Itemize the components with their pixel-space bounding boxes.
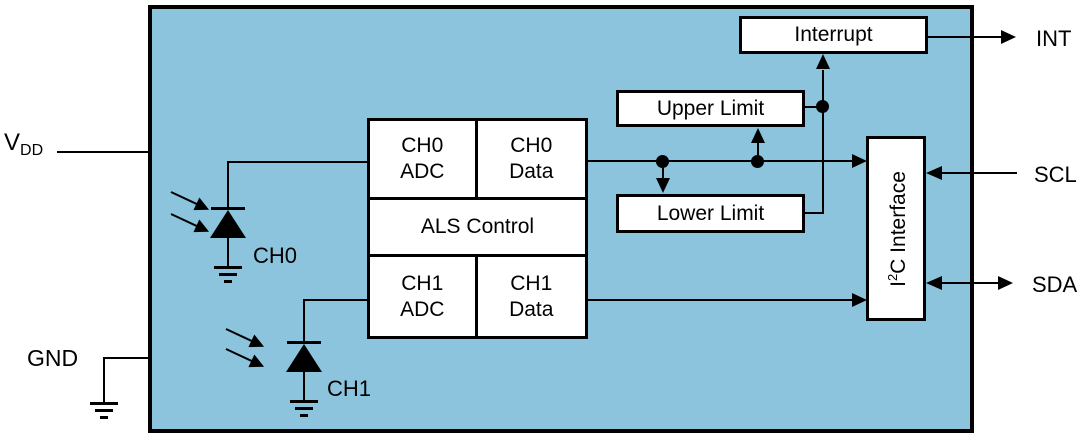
pin-label-int: INT	[1036, 26, 1072, 51]
ch0-diode-triangle-icon	[210, 210, 246, 238]
block-als-control: ALS Control	[370, 200, 585, 257]
sda-in-arrow-icon	[926, 276, 942, 290]
block-interrupt: Interrupt	[739, 16, 928, 54]
ch1-anode-wire-horizontal	[303, 299, 367, 301]
block-ch1-adc: CH1 ADC	[370, 257, 478, 336]
upper-limit-arrow-icon	[751, 128, 765, 143]
ch0-data-arrow-icon	[852, 154, 867, 168]
scl-arrow-icon	[926, 166, 942, 180]
ch0-anode-wire-horizontal	[227, 161, 367, 163]
lower-limit-output-wire	[805, 212, 824, 214]
block-i2c-interface: I2C Interface	[866, 136, 926, 321]
i2c-interface-label: I2C Interface	[885, 170, 911, 287]
sda-out-arrow-icon	[998, 276, 1013, 290]
pin-label-sda: SDA	[1032, 272, 1078, 297]
ch0-diode-cathode-bar	[211, 207, 245, 210]
sda-wire	[942, 282, 999, 284]
ch0-anode-wire-vertical	[227, 161, 229, 209]
ch1-diode-triangle-icon	[286, 344, 322, 372]
scl-wire	[942, 172, 1017, 174]
photodiode-ch1-label: CH1	[327, 376, 372, 401]
ch1-diode-ground-wire	[303, 370, 305, 402]
lower-limit-arrow-icon	[656, 178, 670, 193]
block-ch1-data: CH1 Data	[509, 271, 554, 321]
pin-label-vdd: VDD	[4, 129, 44, 159]
block-upper-limit: Upper Limit	[616, 90, 805, 127]
ch1-data-wire	[588, 299, 853, 301]
block-ch0-adc: CH0 ADC	[370, 121, 478, 200]
upper-limit-output-wire	[805, 106, 823, 108]
block-ch0-data: CH0 Data	[477, 121, 585, 200]
pin-label-gnd: GND	[27, 345, 79, 371]
junction-dot	[816, 100, 829, 113]
ch0-data-wire	[588, 160, 853, 162]
gnd-wire-vertical	[103, 357, 105, 403]
ch1-diode-cathode-bar	[287, 341, 321, 344]
interrupt-feed-wire	[822, 70, 824, 214]
junction-dot	[751, 155, 764, 168]
pin-label-scl: SCL	[1034, 162, 1077, 187]
int-arrow-icon	[1001, 30, 1016, 44]
ch1-data-arrow-icon	[852, 293, 867, 307]
interrupt-feed-arrow-icon	[816, 54, 830, 69]
upper-limit-feed-wire	[757, 143, 759, 161]
core-block: CH0 ADC CH0 Data ALS Control CH1 ADC CH1…	[367, 118, 588, 339]
int-wire	[928, 36, 1002, 38]
ch1-anode-wire-vertical	[303, 299, 305, 343]
lower-limit-feed-wire	[662, 161, 664, 179]
vdd-wire	[57, 151, 148, 153]
ch0-diode-ground-wire	[227, 236, 229, 268]
gnd-wire-horizontal	[104, 357, 148, 359]
photodiode-ch0-label: CH0	[253, 243, 298, 268]
block-lower-limit: Lower Limit	[616, 194, 805, 233]
